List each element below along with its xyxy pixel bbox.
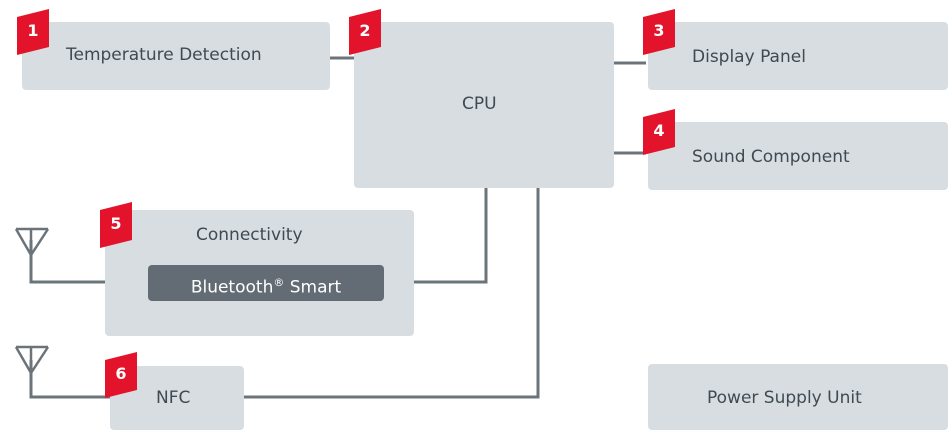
bluetooth-smart-chip: Bluetooth® Smart	[148, 265, 384, 301]
badge-6: 6	[102, 350, 140, 398]
badge-2-number: 2	[359, 21, 371, 40]
badge-1-number: 1	[27, 21, 39, 40]
badge-5: 5	[97, 200, 135, 248]
badge-6-number: 6	[115, 364, 127, 383]
cpu-block	[354, 22, 614, 188]
antenna-icon	[14, 227, 50, 261]
badge-5-number: 5	[110, 214, 122, 233]
sound-component-block	[648, 122, 948, 190]
antenna-icon	[14, 345, 50, 379]
sound-component-label: Sound Component	[692, 147, 850, 167]
badge-2: 2	[346, 7, 384, 55]
cpu-label: CPU	[462, 94, 497, 114]
display-panel-block	[648, 22, 948, 90]
power-supply-label: Power Supply Unit	[707, 388, 862, 408]
display-panel-label: Display Panel	[692, 47, 806, 67]
power-supply-block	[648, 364, 948, 430]
registered-mark: ®	[273, 276, 285, 289]
bluetooth-chip-label: Bluetooth	[190, 277, 274, 298]
connectivity-label: Connectivity	[196, 225, 303, 245]
nfc-label: NFC	[156, 388, 191, 408]
badge-3-number: 3	[653, 21, 665, 40]
badge-4-number: 4	[653, 121, 665, 140]
temperature-detection-block	[22, 22, 330, 90]
badge-3: 3	[640, 7, 678, 55]
badge-1: 1	[14, 7, 52, 55]
temperature-detection-label: Temperature Detection	[66, 45, 262, 65]
badge-4: 4	[640, 107, 678, 155]
bluetooth-chip-suffix: Smart	[284, 277, 342, 298]
